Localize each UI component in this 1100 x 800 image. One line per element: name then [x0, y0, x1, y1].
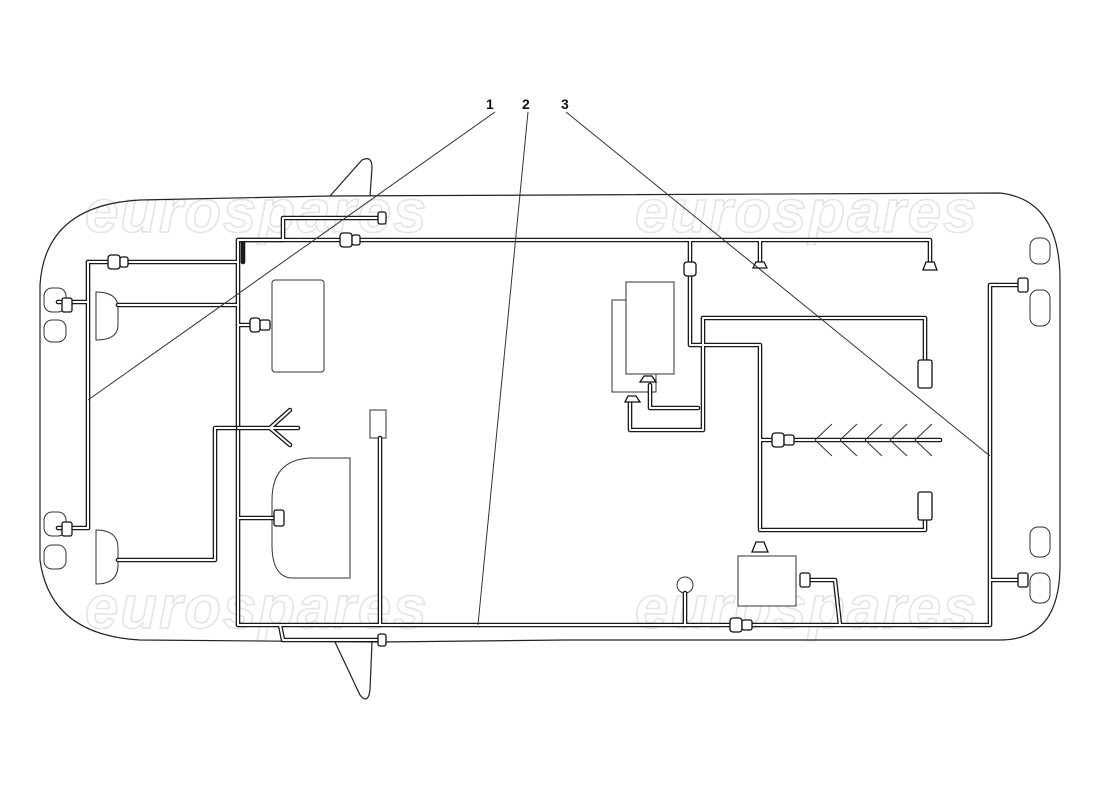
- lamps: [43, 237, 1051, 604]
- fuel-tank: [271, 457, 351, 579]
- connector-bottom-rear: [729, 617, 743, 633]
- leader-2: [477, 111, 529, 626]
- connector-lamp-tl: [61, 297, 73, 313]
- connectors: [61, 211, 1029, 647]
- callout-labels: 1 2 3: [486, 96, 569, 112]
- car-body-outline: [39, 158, 1061, 700]
- leader-lines: [87, 111, 991, 626]
- mirror-top: [329, 158, 373, 197]
- callout-3: 3: [561, 96, 569, 112]
- watermarks: eurospares eurospares eurospares eurospa…: [84, 177, 979, 642]
- connector-lamp-tr: [1017, 277, 1029, 293]
- components: [271, 279, 797, 607]
- front-lamp-top-outer-2: [43, 319, 67, 343]
- front-lamp-bottom: [95, 529, 119, 585]
- front-lamp-bottom-outer-2: [43, 544, 67, 570]
- connector-lamp-bl: [61, 521, 73, 537]
- watermark-bottom-left: eurospares: [85, 574, 429, 641]
- mirror-bottom: [334, 641, 373, 700]
- connector-plug-3: [638, 375, 658, 383]
- connector-injectors: [771, 432, 785, 448]
- sensor-top: [917, 359, 933, 389]
- connector-front-left: [107, 254, 121, 270]
- rear-lamp-bottom-2: [1029, 572, 1051, 604]
- callout-2: 2: [522, 96, 530, 112]
- small-module: [369, 409, 387, 439]
- connector-rear-ecu: [799, 572, 811, 588]
- connector-bottom-end: [377, 633, 387, 647]
- connector-lamp-br: [1017, 572, 1029, 588]
- front-control-unit: [271, 279, 325, 373]
- rear-control-unit: [737, 555, 797, 607]
- connector-plug-5: [751, 541, 769, 553]
- watermark-top-right: eurospares: [635, 178, 979, 245]
- connector-front-end: [377, 211, 387, 225]
- connector-top-mid: [339, 232, 353, 248]
- watermark-top-left: eurospares: [85, 178, 429, 245]
- rear-lamp-bottom-1: [1029, 526, 1051, 558]
- sensor-bottom: [917, 491, 933, 521]
- connector-ecu: [249, 317, 261, 333]
- leader-1: [87, 111, 496, 401]
- rear-lamp-top-2: [1029, 289, 1051, 327]
- rear-lamp-top-1: [1029, 237, 1051, 265]
- connector-plug-4: [623, 395, 642, 403]
- front-lamp-top: [95, 291, 119, 341]
- connector-engine: [683, 261, 697, 277]
- leader-3: [565, 111, 991, 457]
- connector-plug-2: [922, 261, 938, 271]
- engine-unit-front: [625, 281, 675, 375]
- connector-tank: [273, 509, 285, 527]
- round-sensor: [676, 576, 694, 594]
- injector-branch: [235, 407, 943, 457]
- callout-1: 1: [486, 96, 494, 112]
